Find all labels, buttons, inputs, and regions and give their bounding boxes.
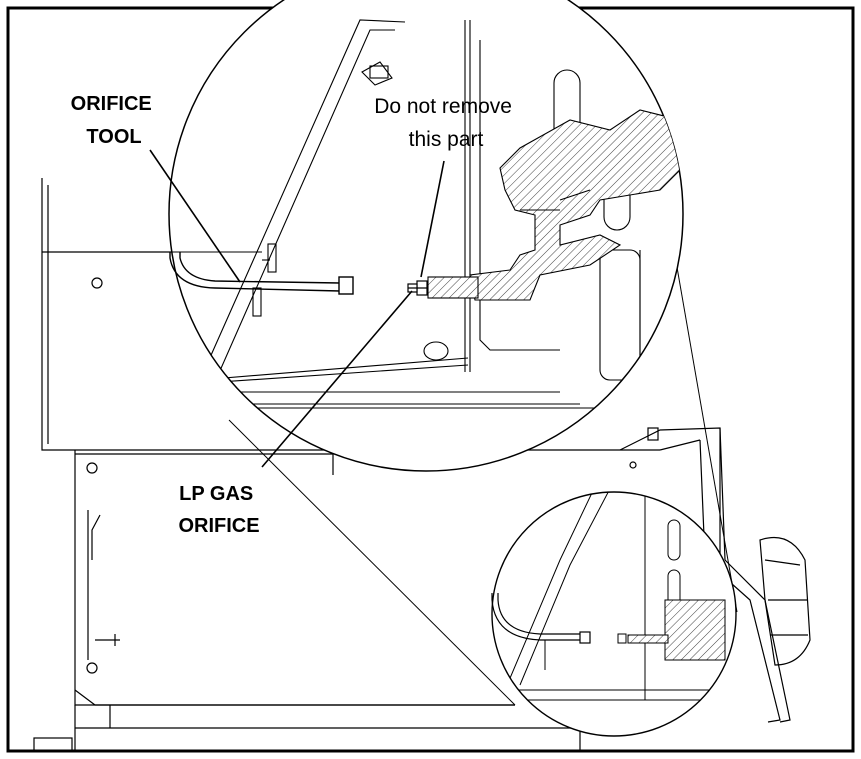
label-lp-gas-orifice: LP GAS ORIFICE xyxy=(178,483,259,537)
label-leader-lines xyxy=(149,149,445,468)
zoom-leader-lines xyxy=(228,249,738,706)
lp-gas-orifice-part xyxy=(407,280,428,296)
label-do-not-remove-line2: this part xyxy=(409,128,484,151)
orifice-tool-part xyxy=(169,252,354,295)
label-lp-gas-orifice-line1: LP GAS xyxy=(179,483,253,505)
label-orifice-tool: ORIFICE TOOL xyxy=(71,93,158,148)
small-orifice-tool xyxy=(491,593,591,644)
label-orifice-tool-line2: TOOL xyxy=(86,126,141,148)
small-detail-contents xyxy=(492,492,736,701)
big-detail-contents xyxy=(170,19,683,409)
label-do-not-remove: Do not remove this part xyxy=(374,95,518,151)
label-do-not-remove-line1: Do not remove xyxy=(374,95,512,118)
small-detail-circle xyxy=(491,491,737,737)
label-lp-gas-orifice-line2: ORIFICE xyxy=(178,515,259,537)
big-detail-circle xyxy=(168,0,684,472)
label-orifice-tool-line1: ORIFICE xyxy=(71,93,152,115)
